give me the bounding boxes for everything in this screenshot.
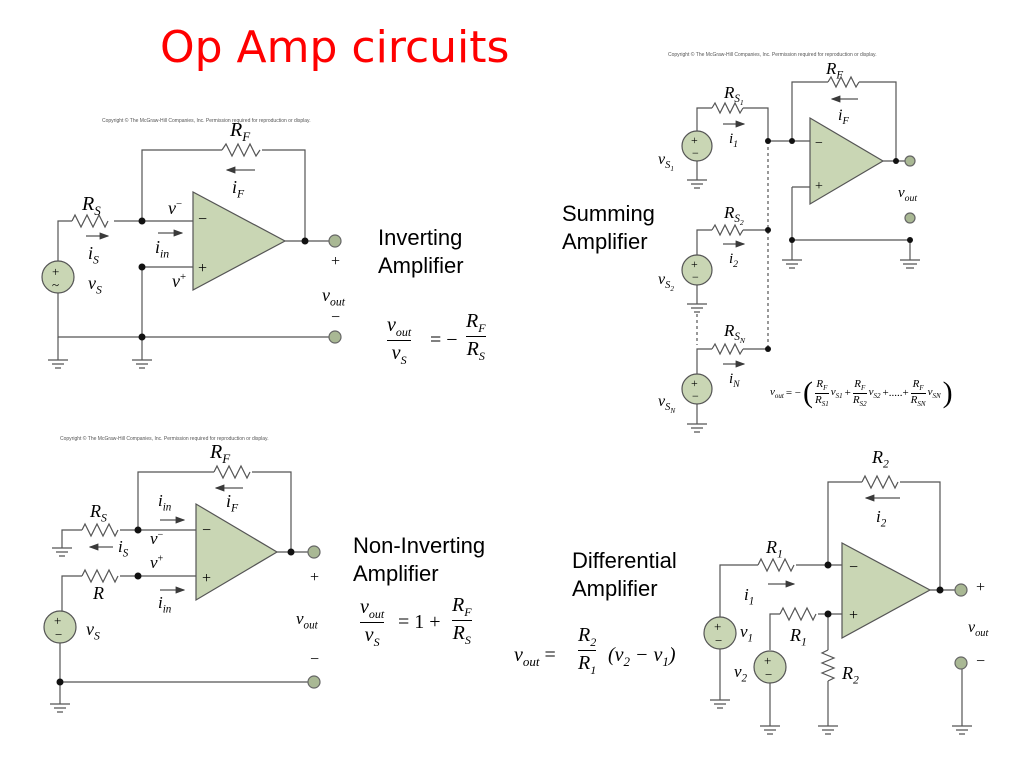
svg-text:+: + [691, 133, 698, 147]
ni-vs-label: vS [86, 619, 100, 643]
noninverting-circuit: − + + − [43, 464, 321, 713]
diff-v2-label: v2 [734, 662, 748, 685]
inv-rs-label: RS [82, 193, 101, 218]
sum-rsn-label: RSN [724, 321, 746, 346]
svg-text:+: + [691, 257, 698, 271]
inv-vout-label: vout [322, 285, 345, 309]
svg-text:+: + [815, 179, 823, 194]
copyright-inverting: Copyright © The McGraw-Hill Companies, I… [102, 118, 311, 124]
summing-circuit: − + + − + − + − [681, 75, 920, 433]
sum-i2-label: i2 [729, 251, 739, 270]
diff-r2-bot-label: R2 [842, 663, 859, 687]
ni-rs-label: RS [90, 501, 107, 525]
svg-text:−: − [692, 389, 699, 403]
ni-formula-eq: = 1 + [398, 611, 441, 633]
svg-text:−: − [692, 146, 699, 160]
diff-minus-label: − [975, 653, 986, 670]
svg-text:~: ~ [52, 277, 59, 292]
inv-if-label: iF [232, 177, 245, 201]
svg-text:−: − [765, 667, 772, 682]
inv-vminus-label: v− [168, 198, 183, 218]
ni-minus-label: − [309, 651, 320, 668]
ni-plus-label: + [309, 569, 320, 586]
differential-circuit: − + + − + − [703, 474, 972, 735]
svg-text:+: + [714, 619, 721, 634]
svg-text:+: + [52, 264, 59, 279]
svg-text:+: + [849, 607, 858, 624]
diff-formula-paren: (v2 − v1) [608, 644, 676, 669]
svg-text:−: − [202, 522, 211, 539]
inv-vplus-label: v+ [172, 271, 187, 291]
ni-vminus-label: v− [150, 529, 164, 548]
sum-vs1-label: vS1 [658, 151, 674, 174]
svg-text:+: + [202, 570, 211, 587]
sum-vsn-label: vSN [658, 393, 676, 416]
inv-is-label: iS [88, 243, 99, 267]
svg-text:−: − [715, 633, 722, 648]
svg-text:−: − [815, 136, 823, 151]
opamp-plus-sign: + [198, 260, 207, 277]
svg-text:+: + [691, 376, 698, 390]
ni-vout-label: vout [296, 609, 318, 632]
inv-iin-label: iin [155, 237, 170, 261]
diff-i1-label: i1 [744, 585, 755, 608]
inv-formula-eq: = − [430, 329, 458, 351]
sum-vs2-label: vS2 [658, 271, 674, 294]
sum-in-label: iN [729, 371, 740, 390]
copyright-summing: Copyright © The McGraw-Hill Companies, I… [668, 52, 877, 58]
page-title: Op Amp circuits [160, 22, 510, 73]
diff-r1-bot-label: R1 [790, 625, 807, 649]
diff-r1-top-label: R1 [766, 537, 783, 561]
ni-rf-label: RF [210, 441, 231, 466]
ni-r-label: R [93, 583, 104, 603]
inv-minus-label: − [330, 309, 341, 326]
inv-rf-label: RF [230, 119, 251, 144]
ni-vplus-label: v+ [150, 553, 164, 572]
ni-if-label: iF [226, 491, 239, 515]
inv-plus-label: + [330, 253, 341, 270]
sum-rf-label: RF [826, 59, 844, 82]
sum-i1-label: i1 [729, 131, 739, 150]
svg-text:+: + [54, 613, 61, 628]
sum-if-label: iF [838, 107, 849, 128]
ni-iin-bot-label: iin [158, 593, 172, 616]
ni-iin-top-label: iin [158, 491, 172, 514]
summing-opamp [809, 116, 885, 206]
sum-vout-label: vout [898, 185, 918, 204]
svg-text:−: − [692, 270, 699, 284]
differential-opamp [841, 541, 932, 640]
diff-r2-top-label: R2 [872, 447, 889, 471]
svg-text:−: − [55, 627, 62, 642]
diff-plus-label: + [975, 579, 986, 596]
sum-rs2-label: RS2 [724, 203, 744, 228]
sum-rs1-label: RS1 [724, 83, 744, 108]
opamp-minus-sign: − [198, 211, 207, 228]
svg-text:−: − [849, 559, 858, 576]
diff-formula-lhs: vout = [514, 644, 556, 669]
copyright-noninverting: Copyright © The McGraw-Hill Companies, I… [60, 436, 269, 442]
inverting-circuit: − + + ~ [41, 142, 342, 369]
diff-vout-label: vout [968, 619, 989, 640]
inv-vs-label: vS [88, 273, 102, 297]
inverting-opamp [192, 191, 287, 291]
svg-text:+: + [764, 653, 771, 668]
noninverting-opamp [195, 502, 279, 602]
diff-v1-label: v1 [740, 622, 754, 645]
ni-is-label: iS [118, 537, 129, 560]
diff-i2-label: i2 [876, 507, 887, 530]
